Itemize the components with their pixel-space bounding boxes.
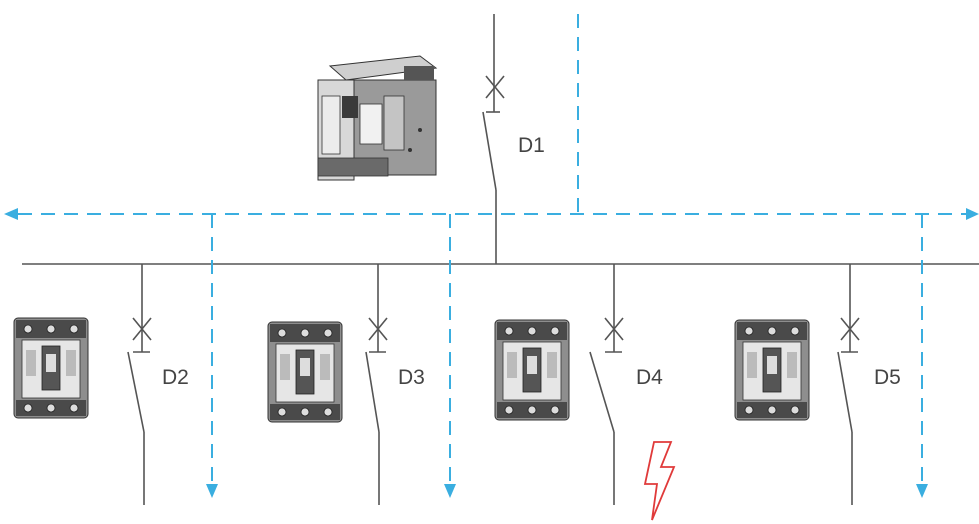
molded-case-breaker-icon: [267, 321, 343, 423]
molded-case-breaker-icon: [13, 317, 89, 419]
feeder-d5: [734, 264, 860, 505]
breaker-d5-label: D5: [874, 366, 901, 389]
arrow-down-icon: [206, 484, 218, 498]
breaker-d2-label: D2: [162, 366, 189, 389]
signal-network: [4, 14, 979, 498]
breaker-d3-label: D3: [398, 366, 425, 389]
arrow-down-icon: [444, 484, 456, 498]
breaker-d1-label: D1: [518, 134, 545, 157]
feeder-d2: [13, 264, 152, 505]
lightning-bolt-icon: [643, 441, 676, 521]
breaker-d1-contact: [482, 111, 497, 191]
arrow-down-icon: [916, 484, 928, 498]
molded-case-breaker-icon: [734, 319, 810, 421]
breaker-d4-label: D4: [636, 366, 663, 389]
molded-case-breaker-icon: [494, 319, 570, 421]
arrow-right-icon: [966, 208, 979, 220]
feeder-d4: [494, 264, 624, 505]
air-circuit-breaker-icon: [317, 55, 438, 181]
feeder-d3: [267, 264, 388, 505]
breaker-d1-symbol: [485, 75, 505, 113]
arrow-left-icon: [4, 208, 18, 220]
